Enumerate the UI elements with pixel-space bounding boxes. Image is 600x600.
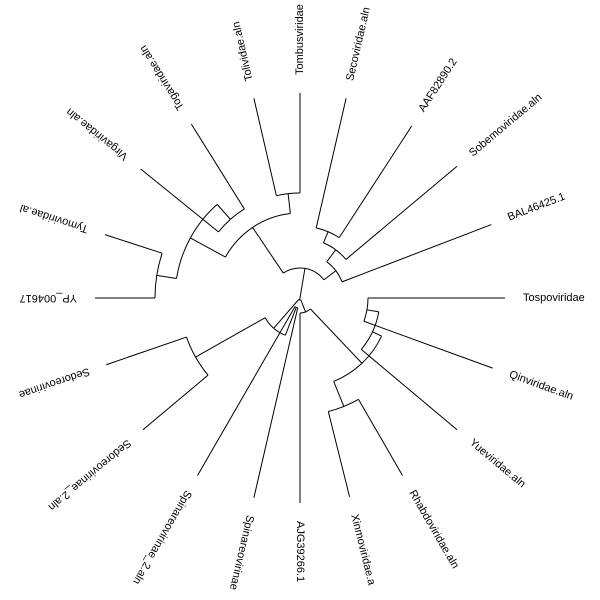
- leaf-label-sobemo: Sobemoviridae.aln: [467, 91, 545, 159]
- branch-edge-s1: [284, 307, 297, 336]
- branch-edge-aaf: [338, 125, 413, 238]
- branch-arc-t2: [360, 311, 380, 350]
- branch-edge-s5: [326, 249, 337, 263]
- branch-arc-v1: [218, 208, 245, 233]
- leaf-label-virga: Virgaviridae.aln: [64, 105, 130, 162]
- leaf-label-tolivi: Tolividae.aln: [230, 20, 255, 82]
- leaf-label-tombus: Tombusviridae: [294, 4, 306, 75]
- leaf-label-qin: Qinviridae.aln: [508, 369, 575, 403]
- branch-edge-w2: [252, 227, 284, 274]
- branch-edge-s2: [195, 317, 266, 358]
- branch-edge-t3: [333, 381, 345, 407]
- branch-edge-v2: [190, 237, 226, 258]
- branch-arc-v2: [176, 204, 218, 279]
- branch-edge-spin1: [253, 307, 299, 498]
- leaf-label-tospo: Tospoviridae: [523, 292, 585, 304]
- leaf-label-seco: Secoviridae.aln: [344, 6, 373, 82]
- branch-edge-t1: [366, 309, 379, 313]
- leaf-label-ajg: AJG39266.1: [294, 521, 306, 582]
- tree-branches: [95, 93, 505, 503]
- leaf-label-sedo1: Sedoreovirinae: [17, 365, 91, 400]
- branch-edge-sedo2: [142, 374, 209, 431]
- leaf-label-aaf: AAF82890.2: [416, 56, 459, 114]
- branch-edge-seco: [315, 98, 347, 228]
- branch-edge-s4: [322, 231, 329, 243]
- branch-edge-s6: [323, 270, 337, 281]
- leaf-label-spin1: Spinareovirinae: [227, 514, 256, 591]
- branch-edge-sobemo: [345, 165, 458, 260]
- branch-edge-spin2: [197, 306, 296, 476]
- branch-edge-rhabdo: [358, 399, 403, 476]
- branch-edge-yue: [360, 349, 458, 431]
- branch-edge-qin: [363, 320, 493, 369]
- branch-edge-sedo1: [106, 336, 187, 366]
- branch-edge-w3: [299, 268, 306, 299]
- branch-edge-tolivi: [253, 98, 277, 196]
- branch-edge-w1: [287, 193, 291, 214]
- branch-edge-v1: [216, 204, 231, 220]
- leaf-label-toga: Togaviridae.aln: [137, 43, 186, 112]
- leaf-label-bal: BAL46425.1: [506, 191, 567, 224]
- branch-edge-bal: [341, 224, 492, 283]
- branch-arc-s3: [264, 317, 286, 336]
- branch-edge-xinmo: [327, 411, 351, 498]
- leaf-label-rhabdo: Rhabdoviridae.aln: [406, 488, 461, 571]
- leaf-label-spin2: Spinareovirinae_2.aln: [130, 488, 194, 586]
- leaf-label-sedo2: Sedoreovirinae_2.aln: [46, 437, 133, 513]
- leaf-label-yp: YP_004617: [20, 292, 78, 304]
- leaf-label-tymo: Tymoviridae.al: [19, 202, 90, 235]
- branch-edge-t2: [372, 331, 382, 337]
- leaf-label-xinmo: Xinmoviridae.a: [348, 513, 377, 587]
- branch-arc-w3: [283, 267, 325, 281]
- branch-edge-t4: [309, 308, 363, 364]
- branch-edge-y1: [156, 274, 177, 279]
- leaf-label-yue: Yueviridae.aln: [467, 437, 528, 491]
- branch-edge-virga: [140, 168, 219, 233]
- branch-edge-tymo: [104, 234, 163, 254]
- branch-edge-r1: [300, 299, 307, 313]
- branch-edge-s3: [273, 299, 300, 329]
- branch-edge-toga: [190, 123, 245, 210]
